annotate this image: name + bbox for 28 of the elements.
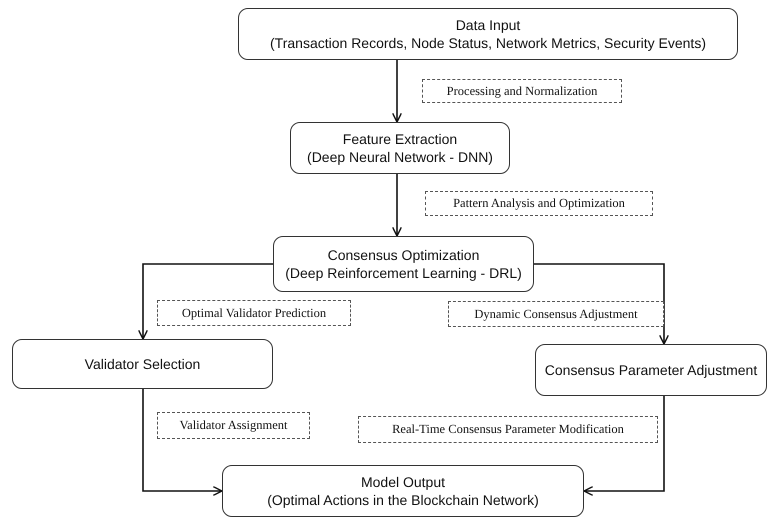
node-text: Consensus Optimization bbox=[328, 246, 480, 264]
node-text: Consensus Parameter Adjustment bbox=[544, 361, 758, 379]
node-text: (Deep Reinforcement Learning - DRL) bbox=[285, 264, 522, 282]
node-text: (Optimal Actions in the Blockchain Network) bbox=[267, 491, 539, 509]
edge-label: Real-Time Consensus Parameter Modification bbox=[358, 416, 658, 443]
arrow bbox=[534, 263, 670, 345]
process-box bbox=[273, 236, 534, 292]
arrow bbox=[138, 263, 273, 340]
edge-label: Pattern Analysis and Optimization bbox=[425, 191, 653, 216]
process-box bbox=[222, 465, 584, 517]
process-box bbox=[535, 344, 767, 396]
arrow bbox=[142, 389, 223, 496]
edge-label: Processing and Normalization bbox=[422, 79, 622, 103]
node-text: (Deep Neural Network - DNN) bbox=[307, 148, 493, 166]
arrow bbox=[392, 60, 402, 123]
process-box bbox=[238, 8, 738, 60]
process-box bbox=[12, 339, 273, 389]
edge-label: Optimal Validator Prediction bbox=[157, 300, 351, 326]
node-text: (Transaction Records, Node Status, Network Metrics, Security Events) bbox=[270, 34, 706, 52]
node-text: Data Input bbox=[456, 16, 520, 34]
process-box bbox=[290, 122, 510, 174]
arrow bbox=[583, 396, 665, 496]
node-text: Validator Selection bbox=[84, 355, 200, 373]
edge-label: Dynamic Consensus Adjustment bbox=[448, 301, 664, 327]
edge-label: Validator Assignment bbox=[157, 412, 310, 439]
node-text: Model Output bbox=[360, 473, 446, 491]
node-text: Feature Extraction bbox=[342, 130, 458, 148]
arrow bbox=[392, 174, 402, 237]
